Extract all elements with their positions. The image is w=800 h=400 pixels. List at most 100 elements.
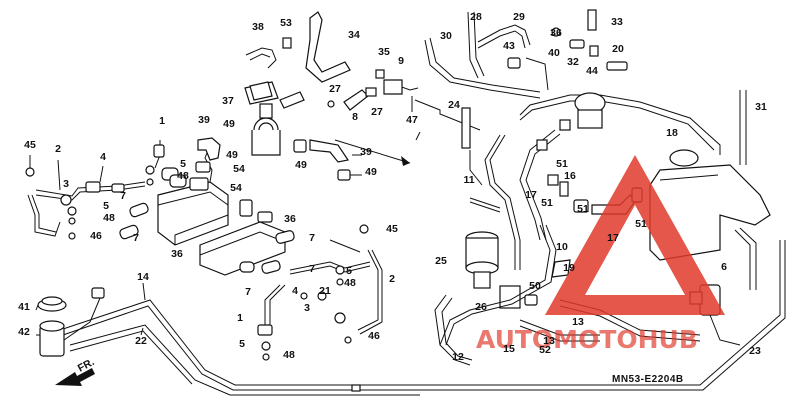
callout-c7d: 7 (309, 263, 315, 275)
callout-c22: 22 (135, 335, 147, 347)
callout-c1a: 1 (159, 115, 165, 127)
watermark-text: AUTOMOTOHUB (476, 325, 698, 354)
air-valve-assembly (197, 37, 362, 181)
callout-c28: 28 (470, 11, 482, 23)
callout-c42: 42 (18, 326, 30, 338)
callout-c11: 11 (463, 174, 474, 186)
callout-c24: 24 (448, 99, 460, 111)
callout-c9: 9 (398, 55, 404, 67)
solenoid-block-center (199, 199, 383, 361)
callout-c39b: 39 (360, 146, 372, 158)
callout-c39a: 39 (198, 114, 210, 126)
callout-c10: 10 (556, 241, 568, 253)
callout-c50: 50 (529, 280, 541, 292)
callout-c35: 35 (378, 46, 390, 58)
callout-c7a: 7 (120, 190, 126, 202)
callout-c7c: 7 (309, 232, 315, 244)
callout-c23: 23 (749, 345, 761, 357)
callout-c43: 43 (503, 40, 515, 52)
callout-c46a: 46 (90, 230, 102, 242)
callout-c21: 21 (319, 285, 331, 297)
callout-c17a: 17 (525, 189, 537, 201)
callout-c30: 30 (440, 30, 452, 42)
callout-c5b: 5 (103, 200, 109, 212)
callout-c36c: 36 (284, 213, 296, 225)
callout-c12: 12 (452, 351, 464, 363)
callout-c46b: 46 (368, 330, 380, 342)
callout-c48c: 48 (344, 277, 356, 289)
upper-right-hoses (424, 9, 628, 99)
callout-c36a: 36 (550, 27, 562, 39)
filter-canister (35, 287, 105, 357)
callout-c51a: 51 (556, 158, 568, 170)
long-fuel-pipes (59, 240, 786, 396)
callout-c7b: 7 (133, 232, 139, 244)
callout-c40: 40 (548, 47, 560, 59)
solenoid-block-left (119, 139, 229, 246)
callout-c33: 33 (611, 16, 623, 28)
callout-c2b: 2 (389, 273, 395, 285)
diagram-code: MN53-E2204B (612, 374, 684, 385)
callout-c51d: 51 (635, 218, 647, 230)
callout-c5d: 5 (239, 338, 245, 350)
reference-arrow (334, 139, 411, 166)
callout-c4: 4 (100, 151, 106, 163)
callout-c32: 32 (567, 56, 579, 68)
callout-c34: 34 (348, 29, 360, 41)
callout-c13a: 13 (572, 316, 584, 328)
callout-c49d: 49 (365, 166, 377, 178)
callout-c51c: 51 (577, 203, 589, 215)
callout-c37: 37 (222, 95, 234, 107)
callout-c13b: 13 (543, 335, 555, 347)
callout-c27b: 27 (371, 106, 383, 118)
air-pump-assembly (434, 224, 701, 366)
callout-c2a: 2 (55, 143, 61, 155)
callout-c8: 8 (352, 111, 358, 123)
left-bracket-assembly (25, 155, 146, 240)
callout-c31: 31 (755, 101, 767, 113)
callout-c5c: 5 (346, 265, 352, 277)
callout-c19: 19 (563, 262, 575, 274)
callout-c51b: 51 (541, 197, 553, 209)
callout-c49b: 49 (226, 149, 238, 161)
callout-c45a: 45 (24, 139, 36, 151)
callout-c26: 26 (475, 301, 487, 313)
callout-c44: 44 (586, 65, 598, 77)
callout-c18: 18 (666, 127, 678, 139)
watermark: AUTOMOTOHUB (476, 155, 725, 354)
callout-c38: 38 (252, 21, 264, 33)
front-direction-arrow: FR. (55, 356, 96, 386)
callout-c16: 16 (564, 170, 576, 182)
callout-c48b: 48 (103, 212, 115, 224)
callout-c29: 29 (513, 11, 525, 23)
callout-c54a: 54 (233, 163, 245, 175)
callout-c14: 14 (137, 271, 149, 283)
callout-c49a: 49 (223, 118, 235, 130)
callout-c36b: 36 (171, 248, 183, 260)
callout-c48d: 48 (283, 349, 295, 361)
callout-c6: 6 (721, 261, 727, 273)
callout-c7e: 7 (245, 286, 251, 298)
callout-c49c: 49 (295, 159, 307, 171)
callout-c45b: 45 (386, 223, 398, 235)
callout-c3a: 3 (63, 178, 69, 190)
callout-c3b: 3 (304, 302, 310, 314)
callout-c53: 53 (280, 17, 292, 29)
callout-c15: 15 (503, 343, 515, 355)
callout-c47: 47 (406, 114, 418, 126)
callout-c48a: 48 (177, 170, 189, 182)
callout-c52: 52 (539, 344, 551, 356)
callout-c41: 41 (18, 301, 30, 313)
watermark-logo-triangle (545, 155, 725, 315)
callout-c25: 25 (435, 255, 447, 267)
callout-c17b: 17 (607, 232, 619, 244)
callout-c54b: 54 (230, 182, 242, 194)
callout-c4b: 4 (292, 285, 298, 297)
callout-c1b: 1 (237, 312, 243, 324)
callout-c27a: 27 (329, 83, 341, 95)
callout-c20: 20 (612, 43, 624, 55)
callout-c5a: 5 (180, 158, 186, 170)
top-hoses (305, 11, 481, 141)
